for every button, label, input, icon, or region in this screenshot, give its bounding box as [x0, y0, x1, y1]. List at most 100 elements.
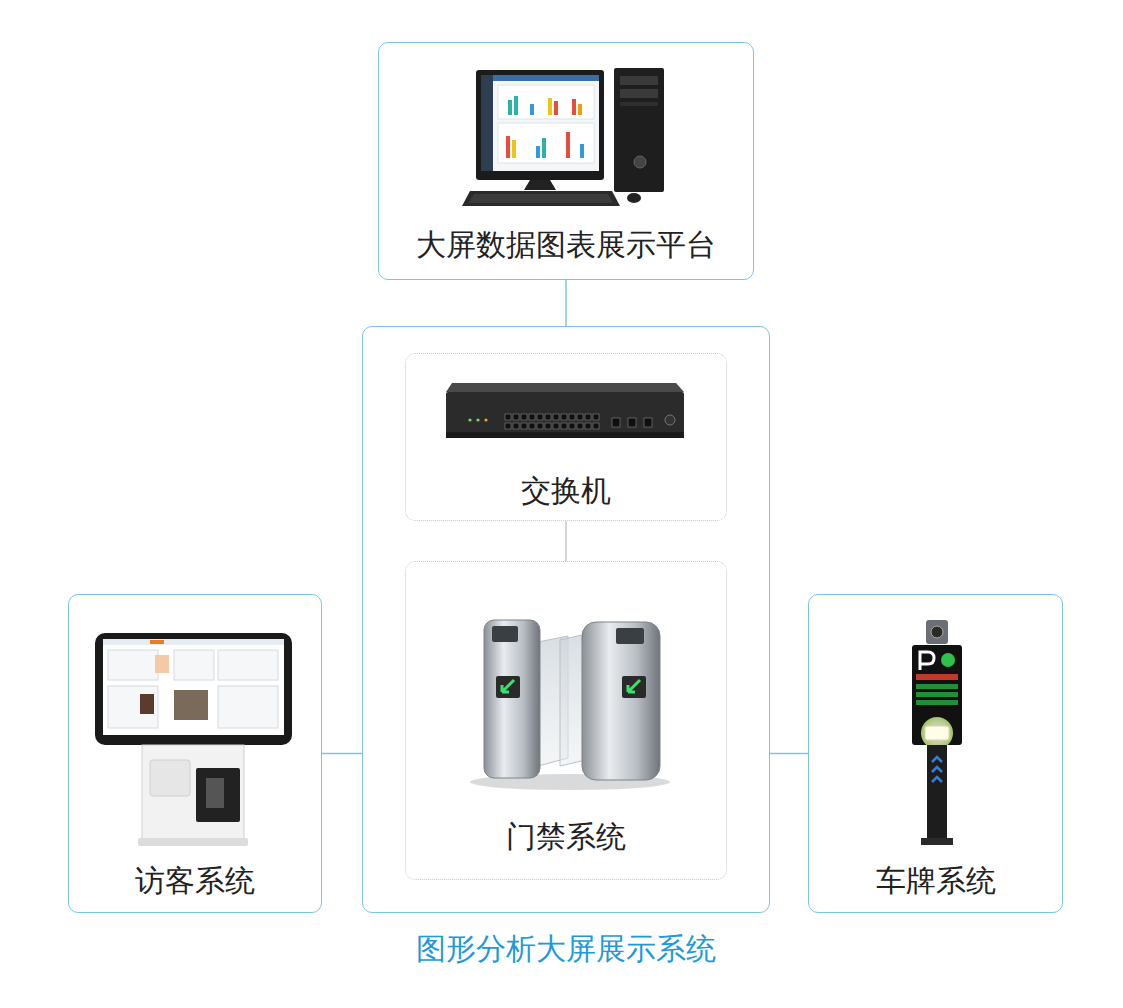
desktop-computer-part — [620, 76, 658, 85]
plate-recognition-pole-part — [932, 757, 942, 782]
network-switch-part-part — [577, 423, 583, 429]
turnstile-gates-part — [492, 626, 518, 642]
network-switch-part-part — [569, 423, 575, 429]
desktop-computer-part — [481, 75, 599, 171]
network-switch-part — [446, 432, 684, 438]
desktop-computer-part — [566, 132, 570, 158]
network-switch — [446, 383, 684, 438]
turnstile-gates — [470, 620, 670, 790]
desktop-computer-part — [476, 70, 604, 180]
plate-recognition-pole-part — [921, 838, 953, 845]
network-switch-part-part — [553, 423, 559, 429]
visitor-kiosk-part — [138, 838, 248, 846]
desktop-computer-part — [506, 136, 510, 158]
turnstile-gates-part — [628, 680, 640, 692]
node-label: 大屏数据图表展示平台 — [416, 225, 716, 265]
desktop-computer-part — [524, 180, 556, 190]
network-switch-part-part — [553, 414, 559, 420]
network-switch-part-part — [521, 414, 527, 420]
visitor-box: 访客系统 — [68, 594, 322, 913]
visitor-kiosk-part — [150, 760, 190, 796]
visitor-kiosk-part — [108, 686, 158, 728]
desktop-computer-part — [614, 68, 664, 192]
network-switch-part-part — [561, 414, 567, 420]
network-switch-part — [476, 418, 479, 421]
desktop-computer-part — [620, 102, 658, 106]
desktop-computer-part — [493, 75, 599, 81]
plate-recognition-pole-part — [926, 620, 948, 644]
visitor-kiosk-part — [174, 690, 208, 720]
system-group-box: 图形分析大屏展示系统交换机门禁系统 — [362, 326, 770, 913]
plate-recognition-pole-part — [916, 692, 958, 697]
desktop-computer-part — [578, 104, 582, 115]
network-switch-part-part — [537, 414, 543, 420]
desktop-computer-part — [627, 193, 641, 203]
turnstile-gates-part — [496, 676, 520, 698]
connector-line — [770, 753, 808, 755]
network-switch-part-part — [569, 414, 575, 420]
visitor-kiosk-part — [174, 650, 214, 680]
visitor-kiosk-part — [196, 768, 240, 822]
network-switch-part — [665, 415, 675, 425]
network-switch-part-part — [529, 423, 535, 429]
network-switch-part-part — [644, 418, 652, 427]
desktop-computer-part — [498, 123, 594, 163]
plate-recognition-pole-part — [927, 745, 947, 840]
node-label: 车牌系统 — [876, 861, 996, 901]
network-switch-part-part — [537, 423, 543, 429]
plate-recognition-pole-part — [912, 645, 962, 745]
desktop-computer-part — [514, 96, 518, 115]
visitor-kiosk-part — [108, 650, 158, 680]
network-switch-part — [468, 418, 471, 421]
plate-recognition-pole-part — [916, 684, 958, 689]
connector-line — [565, 521, 567, 561]
desktop-computer-part — [548, 98, 552, 115]
visitor-kiosk-part — [155, 655, 169, 673]
plate-box: 车牌系统 — [808, 594, 1063, 913]
network-switch-part-part — [521, 423, 527, 429]
platform-box: 大屏数据图表展示平台 — [378, 42, 754, 280]
connector-line — [322, 753, 362, 755]
network-switch-part-part — [585, 414, 591, 420]
plate-recognition-pole-part — [941, 653, 955, 667]
visitor-kiosk-part — [142, 745, 244, 839]
network-switch-part — [484, 418, 487, 421]
network-switch-part-part — [545, 414, 551, 420]
visitor-kiosk-part — [150, 640, 164, 644]
desktop-computer-part — [498, 85, 594, 119]
plate-recognition-pole-part — [920, 652, 934, 670]
visitor-kiosk-part — [218, 650, 278, 680]
visitor-kiosk-part — [218, 686, 278, 728]
plate-recognition-pole-part — [931, 626, 943, 638]
network-switch-part-part — [529, 414, 535, 420]
network-switch-part-part — [577, 414, 583, 420]
desktop-computer-part — [620, 89, 658, 98]
network-switch-part-part — [585, 423, 591, 429]
network-switch-part-part — [628, 418, 636, 427]
plate-recognition-pole — [912, 620, 962, 845]
gate-box: 门禁系统 — [405, 561, 727, 880]
turnstile-gates-part — [502, 680, 514, 692]
network-switch-part — [446, 392, 684, 436]
network-switch-part-part — [505, 414, 511, 420]
desktop-computer-part — [536, 146, 540, 158]
desktop-computer-part — [508, 100, 512, 115]
desktop-computer-part — [512, 140, 516, 158]
turnstile-gates-part — [622, 676, 646, 698]
visitor-kiosk-part — [95, 633, 292, 745]
plate-recognition-pole-part — [916, 674, 958, 680]
visitor-kiosk-part — [103, 639, 284, 645]
desktop-computer-part — [580, 144, 584, 158]
desktop-computer-part — [481, 75, 493, 171]
plate-recognition-pole-part — [921, 717, 953, 749]
node-label: 访客系统 — [135, 861, 255, 901]
desktop-computer — [462, 68, 664, 206]
desktop-computer-part — [554, 101, 558, 115]
network-switch-part — [446, 383, 684, 392]
visitor-kiosk-part — [140, 694, 154, 714]
node-label: 交换机 — [521, 471, 611, 511]
network-switch-part-part — [505, 423, 511, 429]
network-switch-part-part — [513, 414, 519, 420]
network-switch-part-part — [612, 418, 620, 427]
